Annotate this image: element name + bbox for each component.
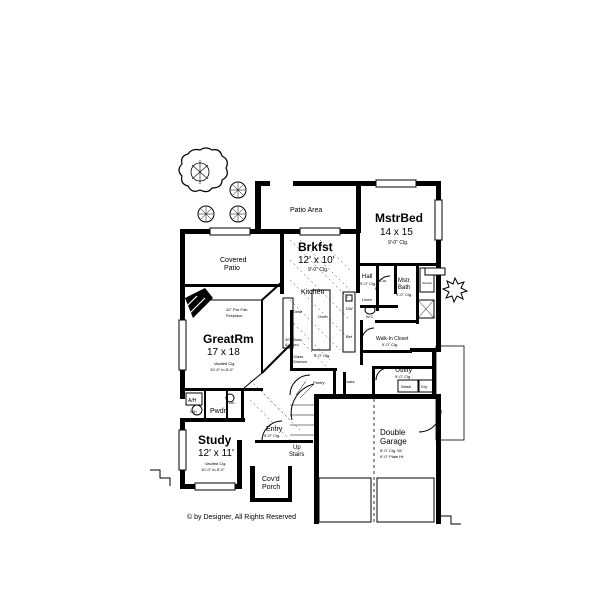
kitchen-ceiling: 9'-0" Clg. xyxy=(314,353,330,358)
entry-label: Entry xyxy=(266,426,283,433)
great-rm-ceiling-1: Vaulted Clg. xyxy=(214,361,236,366)
tree-icon xyxy=(178,147,228,193)
desk-label: Desk xyxy=(293,309,302,314)
mstr-bath-label-1: Mstr. xyxy=(398,278,411,284)
ref-label: Ref xyxy=(346,334,353,339)
great-rm-ceiling-2: 10'-0" to 8'-0" xyxy=(210,367,234,372)
covd-porch-label-2: Porch xyxy=(262,484,280,491)
entry-ceiling: 9'-0" Clg. xyxy=(264,433,280,438)
mstr-bed-name: MstrBed xyxy=(375,211,423,225)
double-garage-ceiling-2: 9'-0" Plate Ht. xyxy=(380,454,404,459)
shrub-icon xyxy=(229,205,247,223)
fireplace-icon xyxy=(184,288,213,319)
mstr-bath-label-2: Bath xyxy=(398,285,410,291)
dw-label: DW xyxy=(346,306,353,311)
up-stairs-label-2: Stairs xyxy=(289,452,304,458)
brkfst-name: Brkfst xyxy=(298,240,333,254)
covered-patio-label-2: Patio xyxy=(224,265,240,272)
double-garage-label-1: Double xyxy=(380,428,406,437)
wc-label: W.C. xyxy=(366,314,375,319)
lin-label: Lin. xyxy=(229,400,235,405)
hall-ceiling: 9'-0" Clg. xyxy=(360,281,376,286)
oven-micro-label-1: 30" Oven xyxy=(285,337,302,342)
windows xyxy=(178,179,446,491)
stairs-icon xyxy=(289,374,315,436)
shrub-icon xyxy=(229,181,247,199)
study-ceiling-2: 10'-0" to 8'-0" xyxy=(201,467,225,472)
study-size: 12' x 11' xyxy=(198,448,234,459)
brkfst-ceiling: 9'-0" Clg. xyxy=(308,267,328,273)
powder-fixtures xyxy=(185,392,235,416)
linen-label: Linen xyxy=(362,297,372,302)
ah-label: A/H xyxy=(188,398,197,404)
pwdr-label: Pwdr. xyxy=(210,408,228,415)
interior-walls xyxy=(185,233,436,443)
covd-porch-label-1: Cov'd xyxy=(262,476,280,483)
double-garage-ceiling-1: 8'-0" Clg. W/ xyxy=(380,448,403,453)
oven-label: Oven xyxy=(318,314,328,319)
copyright-notice: © by Designer, All Rights Reserved xyxy=(187,514,297,521)
shower-label: Shower xyxy=(422,281,432,285)
fireplace-label-2: Fireplace xyxy=(226,313,243,318)
pantry-label: Pantry xyxy=(313,380,325,385)
great-rm-name: GreatRm xyxy=(203,332,254,346)
walk-in-closet-label: Walk-In Closet xyxy=(376,336,409,342)
kitchen-floor-pattern xyxy=(249,239,351,441)
study-ceiling-1: Vaulted Clg. xyxy=(205,461,227,466)
patio-area-outline xyxy=(255,181,358,231)
glass-shelves-label-2: Shelves xyxy=(293,359,307,364)
hall-label: Hall xyxy=(362,274,372,280)
glass-shelves-label-1: Glass xyxy=(293,354,303,359)
dry-label: Dry xyxy=(421,384,427,389)
utility-ceiling: 9'-0" Clg. xyxy=(395,374,411,379)
covered-patio-label-1: Covered xyxy=(220,257,247,264)
mstr-bath-ceiling: 9'-0" Clg. xyxy=(396,292,412,297)
coats-label: Coats xyxy=(344,379,354,384)
up-stairs-label-1: Up xyxy=(293,445,301,451)
great-room-angled-walls xyxy=(205,281,291,389)
fireplace-label-1: 42" Pre-Fab xyxy=(226,307,248,312)
utility-label: Utility xyxy=(395,367,413,374)
double-garage-label-2: Garage xyxy=(380,437,407,446)
garage-doors xyxy=(318,345,465,524)
star-shrub-icon xyxy=(441,276,469,304)
closet-label: Clo. xyxy=(380,278,387,283)
brkfst-size: 12' x 10' xyxy=(298,255,335,266)
patio-area-label: Patio Area xyxy=(290,207,322,214)
study-name: Study xyxy=(198,433,232,447)
mstr-bed-ceiling: 9'-0" Clg. xyxy=(388,240,408,246)
great-rm-size: 17 x 18 xyxy=(207,347,240,358)
door-swings xyxy=(261,275,391,442)
kitchen-label: Kitchen xyxy=(301,289,324,296)
exterior-steps xyxy=(150,469,461,525)
wh-label: WH xyxy=(190,409,197,414)
walk-in-closet-ceiling: 9'-0" Clg. xyxy=(382,342,398,347)
wash-label: Wash xyxy=(401,384,411,389)
shrub-icon xyxy=(197,205,215,223)
mstr-bed-size: 14 x 15 xyxy=(380,227,413,238)
oven-micro-label-2: & Micro. xyxy=(285,342,300,347)
kitchen-counters xyxy=(282,289,356,353)
laundry-appliances xyxy=(397,379,434,393)
